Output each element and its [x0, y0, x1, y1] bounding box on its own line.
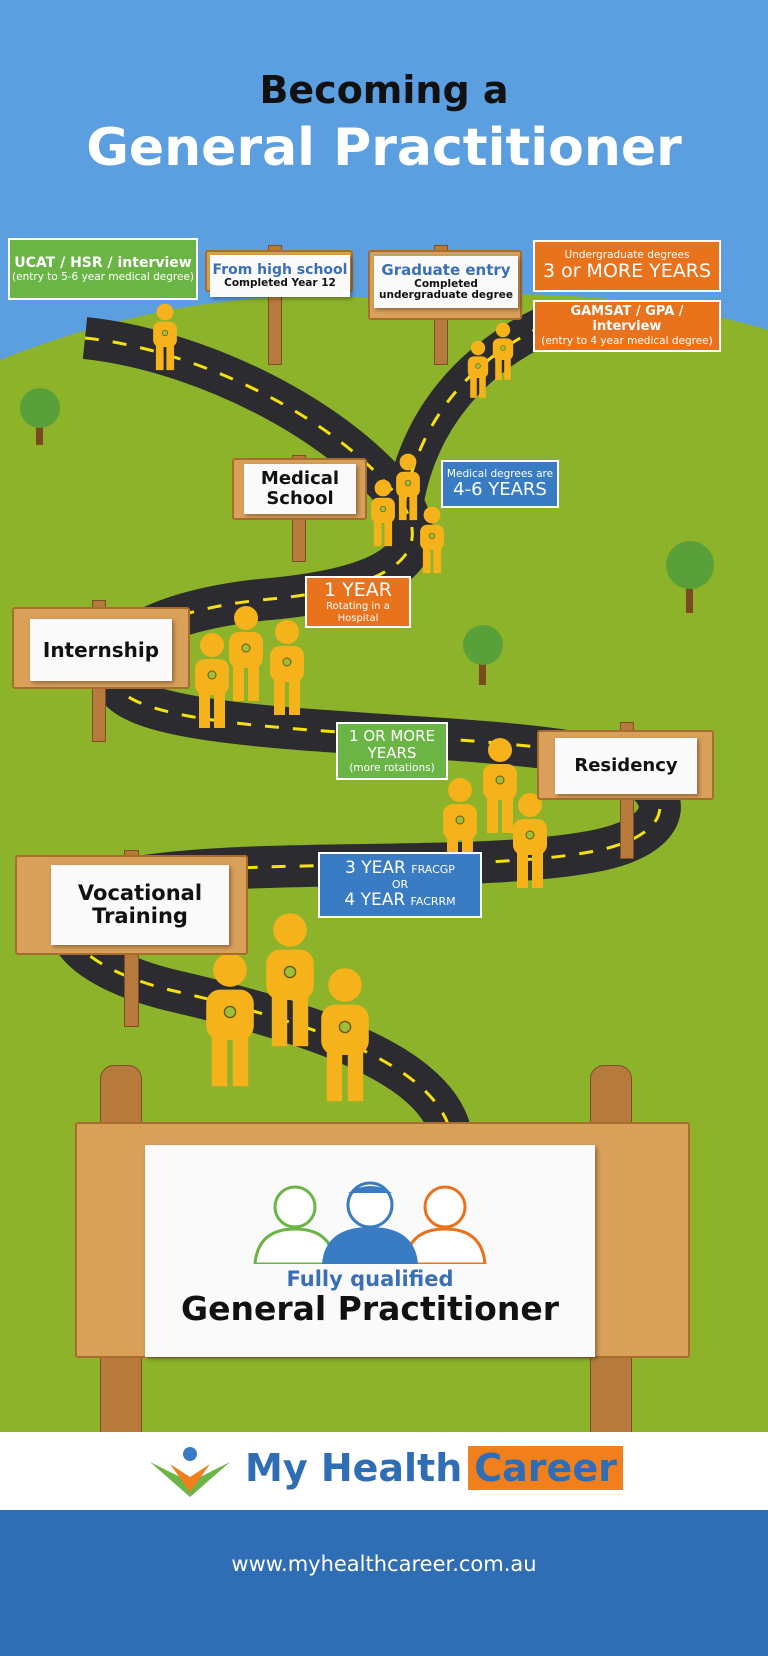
website-link[interactable]: www.myhealthcareer.com.au — [231, 1552, 537, 1576]
gamsat-callout: GAMSAT / GPA / interview (entry to 4 yea… — [533, 300, 721, 352]
doctor-figure — [420, 506, 444, 574]
internship-label: Internship — [30, 619, 172, 681]
graduate-title: Graduate entry — [381, 261, 511, 280]
internship-note-value: 1 YEAR — [324, 578, 392, 601]
doctor-figure — [492, 322, 514, 380]
residency-note-value: 1 OR MORE YEARS — [349, 726, 435, 762]
vocational-note-line1-sub: FRACGP — [411, 863, 455, 877]
ucat-subtitle: (entry to 5-6 year medical degree) — [12, 271, 194, 284]
medical-school-label: Medical School — [244, 464, 356, 514]
high-school-sign: From high school Completed Year 12 — [205, 250, 353, 297]
doctor-figure — [270, 620, 304, 715]
final-line1: Fully qualified — [286, 1266, 454, 1291]
vocational-note-line1: 3 YEAR — [345, 858, 406, 879]
medical-school-note-value: 4-6 YEARS — [453, 478, 547, 500]
doctor-figure — [371, 479, 395, 547]
internship-sign: Internship — [12, 607, 190, 689]
internship-callout: 1 YEAR Rotating in a Hospital — [305, 576, 411, 628]
undergrad-title: Undergraduate degrees — [564, 249, 690, 262]
undergrad-callout: Undergraduate degrees 3 or MORE YEARS — [533, 240, 721, 292]
doctor-figure — [266, 913, 314, 1047]
vocational-training-sign: Vocational Training — [15, 855, 248, 955]
ucat-callout: UCAT / HSR / interview (entry to 5-6 yea… — [8, 238, 198, 300]
title-line1: Becoming a — [259, 68, 509, 112]
ucat-title: UCAT / HSR / interview — [14, 254, 192, 271]
doctor-figure — [483, 738, 517, 833]
medical-school-note-title: Medical degrees are — [446, 467, 554, 480]
vocational-label: Vocational Training — [51, 865, 229, 945]
brand-name-part1: My Health — [245, 1446, 463, 1490]
doctor-figure — [229, 606, 263, 701]
vocational-callout: 3 YEAR FRACGP OR 4 YEAR FACRRM — [318, 852, 482, 918]
doctor-figure — [195, 633, 229, 728]
residency-note-sub: (more rotations) — [349, 762, 435, 775]
gamsat-title: GAMSAT / GPA / interview — [570, 304, 684, 334]
doctor-figure — [396, 453, 420, 521]
residency-sign: Residency — [537, 730, 714, 800]
graduate-entry-sign: Graduate entry Completed undergraduate d… — [368, 250, 522, 320]
vocational-note-line2: 4 YEAR — [344, 890, 406, 911]
residency-label: Residency — [555, 738, 697, 794]
footer: www.myhealthcareer.com.au — [0, 1510, 768, 1656]
figures — [153, 303, 547, 1102]
residency-callout: 1 OR MORE YEARS (more rotations) — [336, 722, 448, 780]
brand-logo-bar: My Health Career — [0, 1432, 768, 1510]
gamsat-subtitle: (entry to 4 year medical degree) — [541, 334, 713, 347]
high-school-subtitle: Completed Year 12 — [224, 276, 336, 289]
doctor-figure — [513, 793, 547, 888]
internship-note-sub: Rotating in a Hospital — [326, 601, 390, 624]
doctor-figure — [206, 953, 254, 1087]
medical-school-callout: Medical degrees are 4-6 YEARS — [441, 460, 559, 508]
doctor-figure — [467, 340, 489, 398]
final-line2: General Practitioner — [181, 1288, 559, 1328]
tree — [666, 541, 714, 613]
tree — [20, 388, 60, 445]
brand-name-part2: Career — [468, 1446, 623, 1490]
undergrad-value: 3 or MORE YEARS — [542, 260, 712, 283]
vocational-note-or: OR — [391, 877, 409, 891]
high-school-title: From high school — [212, 261, 348, 278]
brand-logo-icon — [150, 1447, 230, 1497]
medical-school-sign: Medical School — [232, 458, 367, 520]
vocational-note-line2-sub: FACRRM — [410, 895, 456, 909]
title-line2: General Practitioner — [86, 118, 682, 178]
graduate-subtitle: Completed undergraduate degree — [379, 277, 513, 302]
doctor-figure — [153, 303, 177, 371]
final-paper: Fully qualified General Practitioner — [145, 1145, 595, 1357]
doctor-figure — [321, 968, 369, 1102]
doctors-icon — [253, 1181, 487, 1264]
tree — [463, 625, 503, 685]
